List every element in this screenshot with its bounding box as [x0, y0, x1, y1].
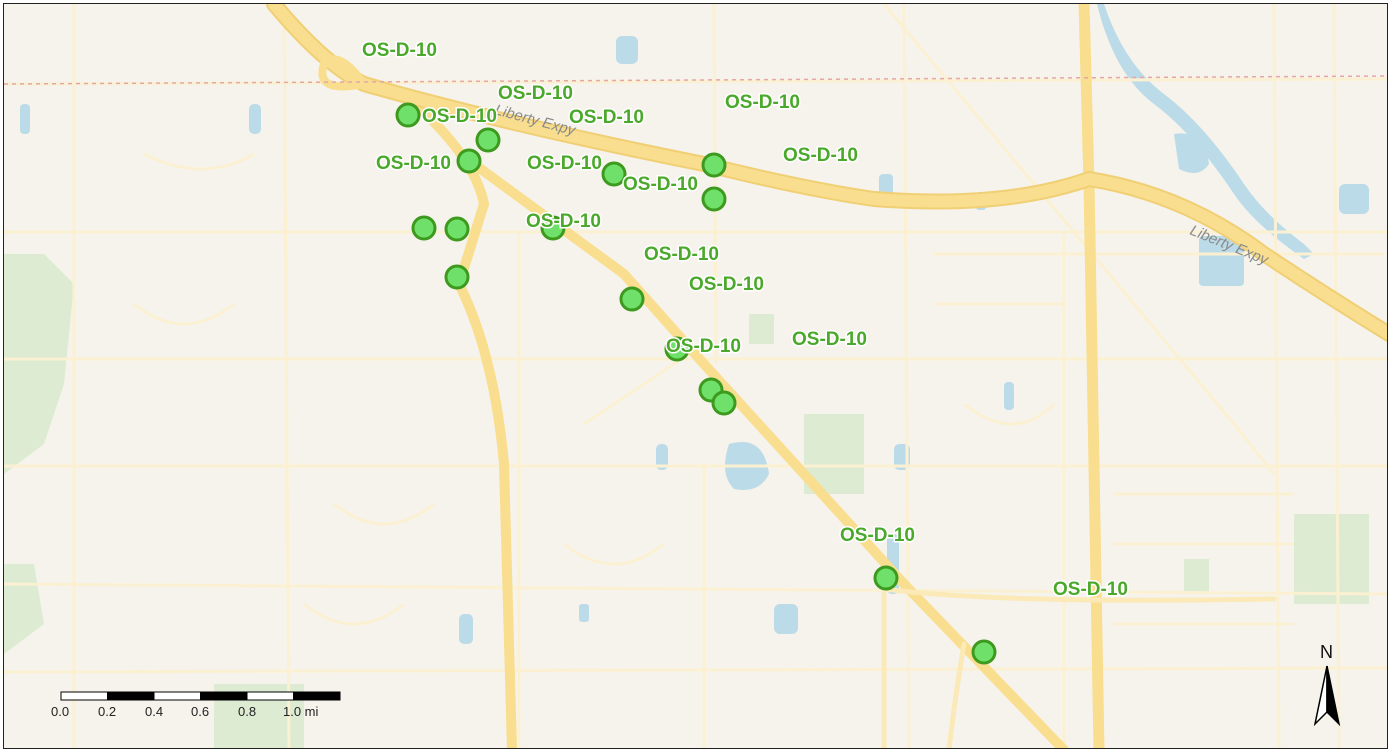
scale-tick-label: 1.0 mi [283, 704, 319, 719]
scale-bar-segment [246, 691, 294, 701]
highway-liberty-expy [266, 4, 1387, 342]
pond [656, 444, 668, 470]
site-label: OS-D-10 [689, 274, 764, 295]
site-point[interactable] [711, 390, 737, 416]
scale-bar: 0.0 0.2 0.4 0.6 0.8 1.0 mi [51, 691, 341, 719]
pond [616, 36, 638, 64]
pond [1004, 382, 1014, 410]
site-point[interactable] [395, 102, 421, 128]
site-label: OS-D-10 [623, 174, 698, 195]
north-arrow-label: N [1320, 642, 1333, 662]
pond [1174, 133, 1209, 173]
site-point[interactable] [411, 215, 437, 241]
site-label: OS-D-10 [792, 329, 867, 350]
scale-tick-label: 0.8 [238, 704, 256, 719]
site-point[interactable] [540, 215, 566, 241]
scale-tick-label: 0.6 [191, 704, 209, 719]
scale-tick-label: 0.2 [98, 704, 116, 719]
site-label: OS-D-10 [526, 211, 601, 232]
site-point[interactable] [456, 148, 482, 174]
pond [249, 104, 261, 134]
site-point[interactable] [873, 565, 899, 591]
site-point[interactable] [619, 286, 645, 312]
site-label: OS-D-10 [569, 107, 644, 128]
site-point[interactable] [475, 127, 501, 153]
site-label: OS-D-10 [422, 106, 497, 127]
pond [579, 604, 589, 622]
north-arrow: N [1313, 642, 1341, 727]
pond [20, 104, 30, 134]
park-area [1294, 514, 1369, 604]
scale-bar-segment [200, 691, 248, 701]
pond [879, 174, 893, 196]
site-point[interactable] [701, 186, 727, 212]
county-boundary [4, 75, 1387, 85]
site-label: OS-D-10 [498, 83, 573, 104]
scale-bar-segment [153, 691, 201, 701]
scale-tick-label: 0.0 [51, 704, 69, 719]
site-label: OS-D-10 [1053, 579, 1128, 600]
site-label: OS-D-10 [644, 244, 719, 265]
pond [774, 604, 798, 634]
site-label: OS-D-10 [362, 40, 437, 61]
site-label: OS-D-10 [783, 145, 858, 166]
map-canvas[interactable]: Liberty Expy Liberty Expy OS-D-10OS-D-10… [4, 4, 1388, 749]
lake [1199, 236, 1244, 286]
site-point[interactable] [444, 264, 470, 290]
site-label: OS-D-10 [725, 92, 800, 113]
pond [1339, 184, 1369, 214]
site-point[interactable] [971, 639, 997, 665]
site-point[interactable] [444, 216, 470, 242]
pond [459, 614, 473, 644]
scale-tick-label: 0.4 [145, 704, 163, 719]
water-bodies [20, 4, 1369, 644]
park-area [749, 314, 774, 344]
site-point[interactable] [664, 336, 690, 362]
scale-bar-segment [107, 691, 155, 701]
park-area [4, 254, 74, 474]
site-point[interactable] [701, 152, 727, 178]
scale-bar-segment [293, 691, 341, 701]
site-label: OS-D-10 [840, 525, 915, 546]
scale-bar-segment [60, 691, 108, 701]
park-area [4, 564, 44, 654]
site-point[interactable] [601, 161, 627, 187]
site-points[interactable] [395, 102, 997, 665]
parks [4, 254, 1369, 748]
north-arrow-icon [1326, 665, 1341, 727]
site-label: OS-D-10 [376, 153, 451, 174]
site-label: OS-D-10 [666, 336, 741, 357]
park-area [1184, 559, 1209, 594]
site-label: OS-D-10 [527, 153, 602, 174]
